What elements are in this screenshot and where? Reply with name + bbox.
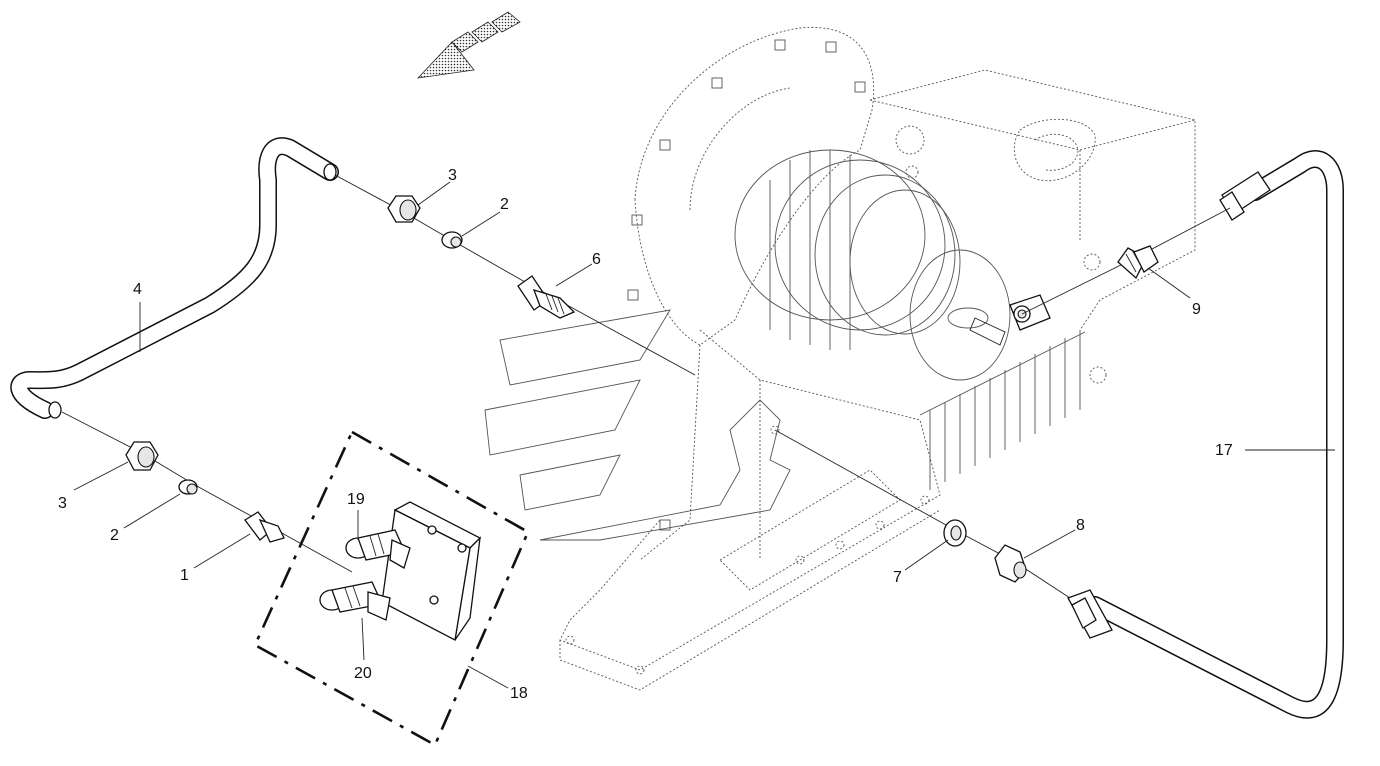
hydraulic-tube-4 — [10, 137, 339, 419]
callout-2-bottom: 2 — [110, 527, 119, 544]
hydraulic-hose-17 — [1067, 150, 1344, 719]
watermark-logo — [484, 309, 791, 541]
callout-17: 17 — [1215, 442, 1233, 459]
callout-20: 20 — [354, 665, 372, 682]
callout-leaders — [73, 181, 1335, 689]
callout-7: 7 — [893, 569, 902, 586]
gearbox-housing — [559, 26, 1196, 691]
callout-1: 1 — [180, 567, 189, 584]
callout-4: 4 — [133, 281, 142, 298]
cartridge-valve-20 — [319, 581, 391, 621]
callout-9: 9 — [1192, 301, 1201, 318]
callout-18: 18 — [510, 685, 528, 702]
cartridge-valve-19 — [345, 529, 411, 569]
callout-labels: 3 2 6 4 3 2 1 19 20 18 9 17 7 8 — [58, 167, 1233, 702]
assembly-axis-lines — [61, 174, 1231, 599]
washer-7 — [943, 519, 967, 547]
fitting-1 — [244, 511, 285, 543]
valve-block-assembly-18 — [253, 430, 530, 747]
callout-3-bottom: 3 — [58, 495, 67, 512]
pump-outlet-fitting — [1009, 294, 1051, 331]
ring-2-top — [441, 231, 463, 249]
nut-3-bottom — [125, 441, 159, 471]
callout-8: 8 — [1076, 517, 1085, 534]
direction-arrow-icon — [416, 11, 521, 79]
callout-3-top: 3 — [448, 167, 457, 184]
callout-19: 19 — [347, 491, 365, 508]
fitting-9 — [1117, 245, 1159, 280]
callout-2-top: 2 — [500, 196, 509, 213]
fitting-8 — [994, 544, 1027, 583]
nut-3-top — [387, 195, 421, 223]
fitting-6 — [517, 275, 576, 319]
callout-6: 6 — [592, 251, 601, 268]
ring-2-bottom — [178, 479, 198, 495]
